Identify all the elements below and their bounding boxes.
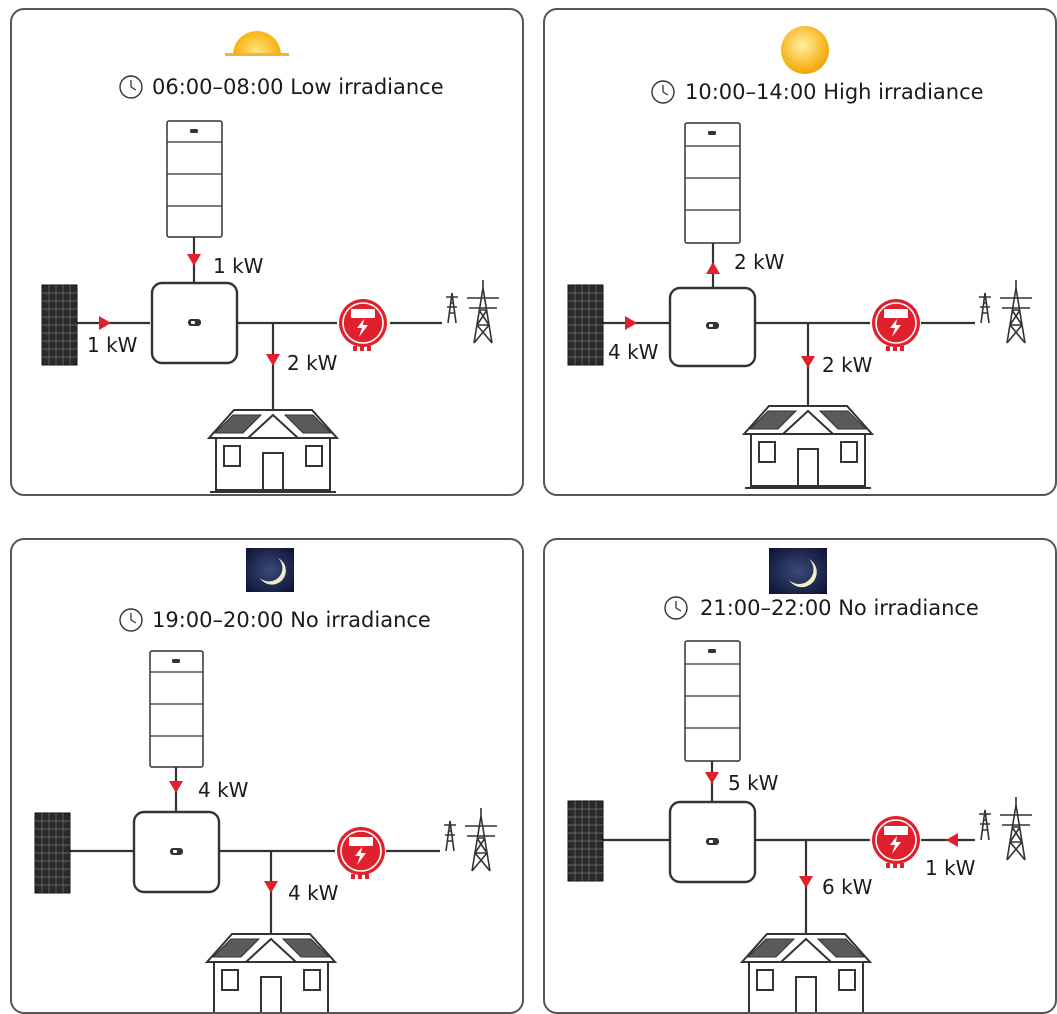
- battery-flow-arrow: [187, 254, 201, 266]
- pv-panel-icon: [41, 284, 78, 366]
- time-label: 10:00–14:00 High irradiance: [685, 80, 984, 104]
- load-flow-label: 6 kW: [822, 875, 873, 899]
- panel-diagram: 2 kW 4 kW 2 kW: [567, 26, 1032, 489]
- battery-icon: [166, 120, 223, 238]
- pv-flow-label: 4 kW: [608, 340, 659, 364]
- inverter-icon: [132, 810, 221, 894]
- inverter-icon: [668, 286, 757, 368]
- scenario-panel-morning: 1 kW 1 kW 2 kW 06:00–08:00 Low irradianc…: [10, 8, 524, 496]
- wires: [603, 243, 975, 408]
- smart-meter-icon: [339, 299, 387, 351]
- grid-flow-label: 1 kW: [925, 856, 976, 880]
- panel-diagram: 4 kW 4 kW: [34, 548, 497, 1012]
- load-flow-arrow: [801, 356, 815, 368]
- scenario-panel-evening: 4 kW 4 kW 19:00–20:00 No irradiance: [10, 538, 524, 1014]
- clock-icon: [664, 596, 688, 620]
- flow-arrows: [705, 772, 958, 888]
- clock-icon: [119, 75, 143, 99]
- inverter-icon: [668, 800, 757, 884]
- battery-flow-label: 5 kW: [728, 771, 779, 795]
- pv-panel-icon: [34, 812, 71, 894]
- pv-flow-arrow: [99, 316, 111, 330]
- scenario-panel-night: 5 kW 6 kW 1 kW 21:00–22:00 No irradiance: [543, 538, 1057, 1014]
- grid-tower-icon: [444, 808, 497, 872]
- time-label: 19:00–20:00 No irradiance: [152, 608, 431, 632]
- smart-meter-icon: [872, 816, 920, 868]
- scenario-panel-midday: 2 kW 4 kW 2 kW 10:00–14:00 High irradian…: [543, 8, 1057, 496]
- grid-tower-icon: [446, 280, 499, 344]
- house-icon: [206, 409, 340, 493]
- battery-flow-arrow: [706, 262, 720, 274]
- battery-flow-label: 4 kW: [198, 778, 249, 802]
- sun-icon: [781, 26, 829, 74]
- sun-icon: [225, 31, 289, 56]
- battery-flow-arrow: [169, 781, 183, 793]
- time-label: 06:00–08:00 Low irradiance: [152, 75, 444, 99]
- panel-diagram: 1 kW 1 kW 2 kW: [41, 31, 499, 493]
- grid-tower-icon: [979, 280, 1032, 344]
- clock-icon: [119, 608, 143, 632]
- grid-flow-arrow: [946, 833, 958, 847]
- flow-arrows: [169, 781, 278, 893]
- house-icon: [739, 933, 873, 1012]
- battery-flow-label: 2 kW: [734, 250, 785, 274]
- panel-diagram: 5 kW 6 kW 1 kW: [567, 548, 1032, 1012]
- battery-icon: [684, 122, 741, 244]
- load-flow-label: 2 kW: [822, 353, 873, 377]
- pv-flow-arrow: [625, 316, 637, 330]
- battery-flow-arrow: [705, 772, 719, 784]
- clock-icon: [651, 80, 675, 104]
- moon-icon: [769, 548, 827, 594]
- grid-tower-icon: [979, 797, 1032, 861]
- inverter-icon: [150, 281, 239, 365]
- house-icon: [204, 933, 338, 1012]
- load-flow-arrow: [266, 354, 280, 366]
- house-icon: [741, 405, 875, 489]
- pv-flow-label: 1 kW: [87, 333, 138, 357]
- time-label: 21:00–22:00 No irradiance: [700, 596, 979, 620]
- flow-arrows: [625, 262, 815, 368]
- battery-flow-label: 1 kW: [213, 254, 264, 278]
- load-flow-arrow: [264, 881, 278, 893]
- smart-meter-icon: [337, 827, 385, 879]
- load-flow-label: 2 kW: [287, 351, 338, 375]
- load-flow-label: 4 kW: [288, 881, 339, 905]
- flow-arrows: [99, 254, 280, 366]
- load-flow-arrow: [799, 876, 813, 888]
- pv-panel-icon: [567, 284, 604, 366]
- moon-icon: [246, 548, 294, 592]
- wires: [77, 237, 442, 410]
- battery-icon: [149, 650, 204, 768]
- battery-icon: [684, 640, 741, 762]
- wires: [603, 761, 975, 934]
- smart-meter-icon: [872, 299, 920, 351]
- pv-panel-icon: [567, 800, 604, 882]
